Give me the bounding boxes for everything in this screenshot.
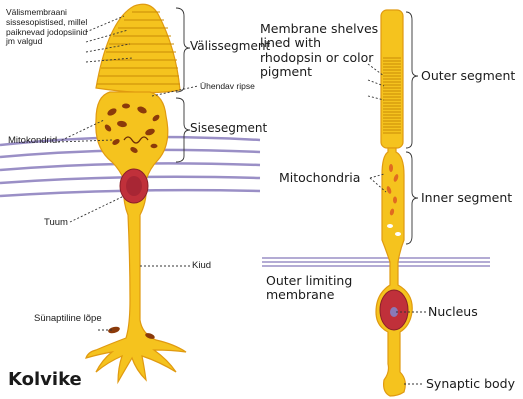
cone-nucleus-inner	[126, 176, 142, 196]
label-nucleus-en: Nucleus	[428, 305, 478, 319]
label-nucleus-et: Tuum	[44, 218, 68, 229]
label-outer-segment-en: Outer segment	[421, 69, 515, 83]
label-membrane-shelves: Membrane shelves lined with rhodopsin or…	[260, 22, 386, 80]
rod-body	[376, 148, 412, 396]
label-mitochondria-en: Mitochondria	[279, 171, 360, 185]
label-mitochondria-et: Mitokondrid	[8, 136, 57, 147]
label-synaptic-body: Synaptic body	[426, 377, 515, 391]
cone-body	[86, 92, 186, 382]
right-membrane-band	[262, 258, 490, 266]
label-inner-segment-en: Inner segment	[421, 191, 512, 205]
label-inner-segment-et: Sisesegment	[190, 122, 267, 136]
label-synaptic-end: Sünaptiline lõpe	[34, 314, 102, 325]
diagram-title: Kolvike	[8, 370, 82, 391]
label-fiber: Kiud	[192, 261, 211, 272]
label-connecting-cilium: Ühendav ripse	[200, 82, 255, 92]
cone-outer-segment	[96, 4, 180, 92]
cone-cell	[86, 4, 186, 382]
label-outer-membrane-note: Välismembraani sissesopistised, millel p…	[6, 8, 88, 47]
label-outer-limiting-membrane: Outer limiting membrane	[266, 274, 366, 303]
label-outer-segment-et: Välissegment	[190, 40, 270, 54]
